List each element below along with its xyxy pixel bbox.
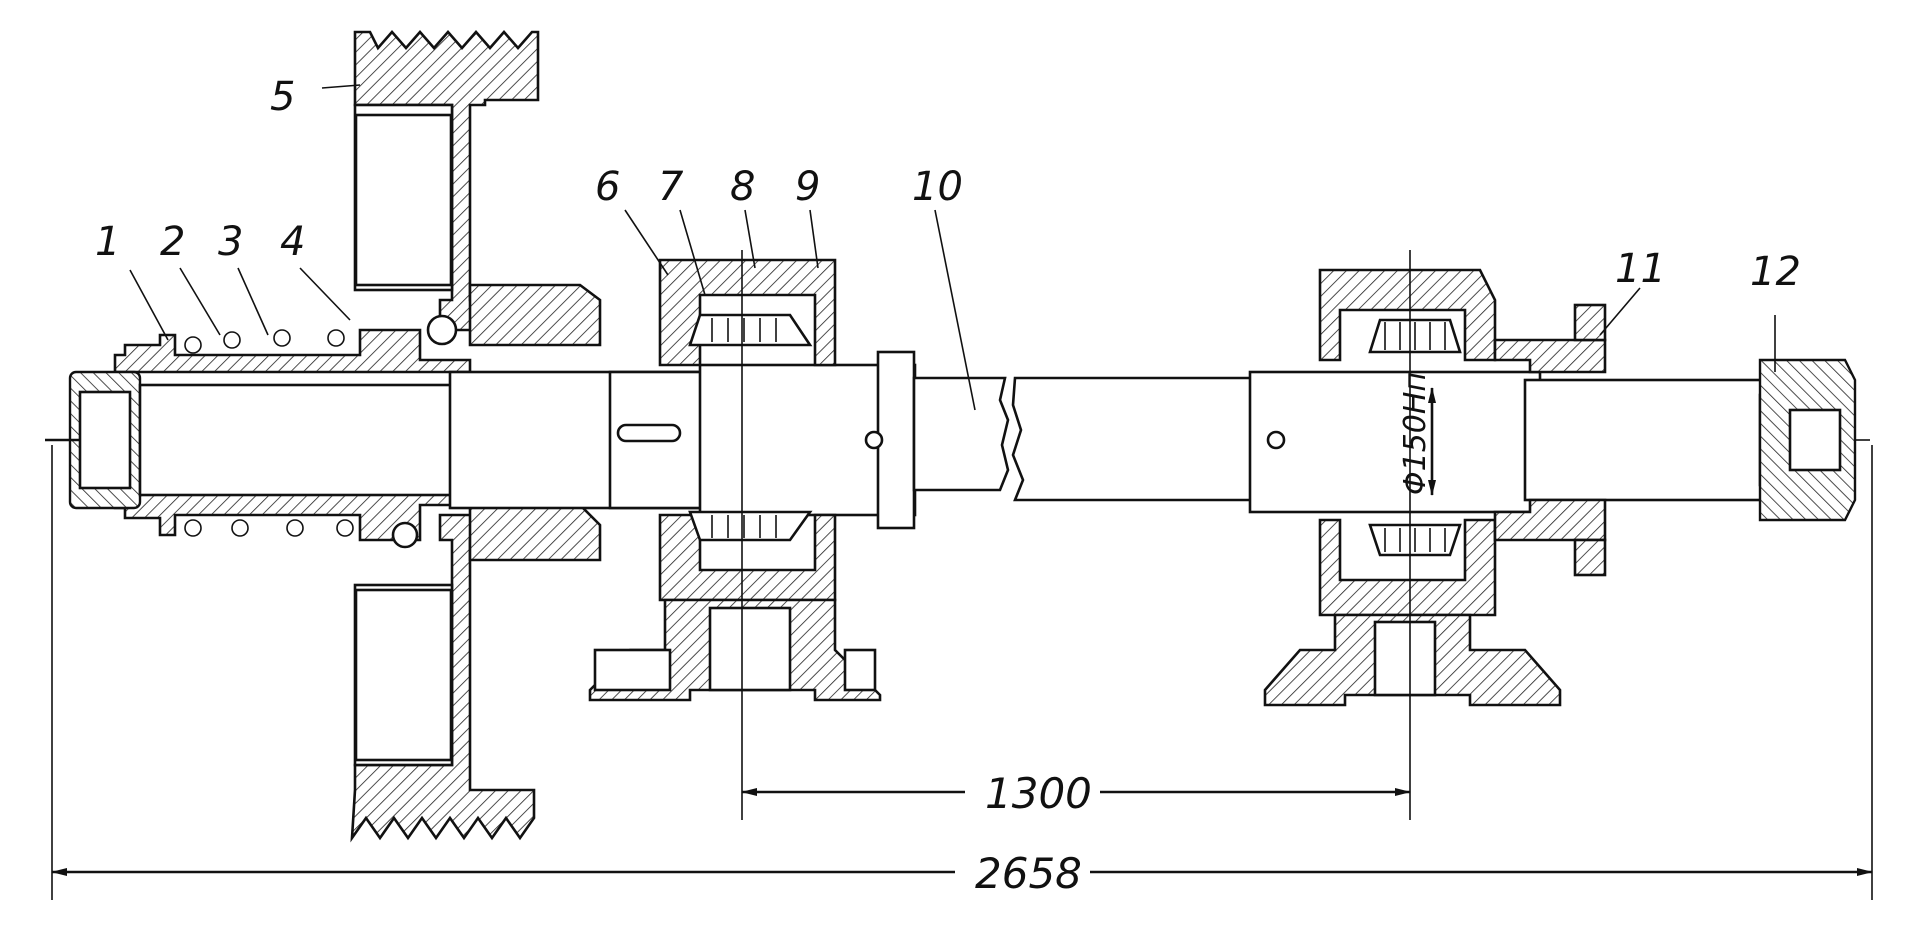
right-flange-and-nut (1493, 303, 1870, 577)
centerlines (51, 250, 1873, 900)
dimensions: 1300 2658 Φ150Нп (51, 372, 1873, 898)
label-12: 12 (1750, 249, 1801, 295)
part-labels: 1 2 3 4 5 6 7 8 9 10 11 12 (95, 74, 1801, 295)
pulley (350, 30, 602, 843)
label-4: 4 (280, 219, 305, 265)
dim-overall-length: 2658 (975, 849, 1082, 898)
label-2: 2 (160, 219, 185, 265)
right-bearing-housing (1263, 268, 1562, 707)
dim-journal-diameter: Φ150Нп (1398, 372, 1433, 495)
label-3: 3 (218, 219, 243, 265)
shaft (138, 350, 1802, 530)
label-8: 8 (730, 164, 755, 210)
dim-bearing-span: 1300 (985, 769, 1092, 818)
label-7: 7 (658, 164, 684, 210)
label-10: 10 (912, 164, 963, 210)
label-11: 11 (1615, 246, 1666, 292)
label-9: 9 (795, 164, 820, 210)
left-bearing-housing (588, 258, 882, 702)
label-5: 5 (270, 74, 295, 120)
label-1: 1 (95, 219, 120, 265)
clutch-spring-assembly (45, 314, 472, 549)
leader-lines (129, 84, 1776, 411)
label-6: 6 (595, 164, 620, 210)
